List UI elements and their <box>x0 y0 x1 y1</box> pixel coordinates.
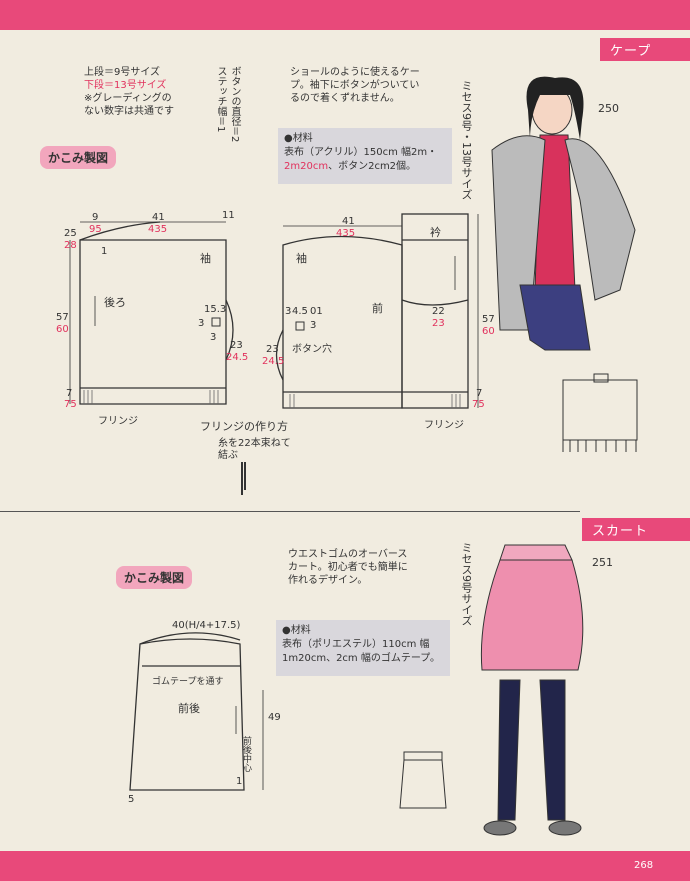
fringe-howto-line2: 結ぶ <box>218 450 238 461</box>
cape-back-pattern <box>79 221 234 405</box>
dim-45-right: 4.5 <box>292 306 308 317</box>
skirt-model-illustration <box>480 544 584 836</box>
dim-3b-right: 3 <box>310 320 317 331</box>
sleeve-label-left: 袖 <box>200 252 211 265</box>
dim-28: 28 <box>64 240 77 251</box>
dim-60-left: 60 <box>56 324 69 335</box>
cape-materials-button: 、ボタン2cm2個。 <box>328 161 417 172</box>
fringe-howto-title: フリンジの作り方 <box>200 420 288 433</box>
dim-7-left: 7 <box>66 388 73 399</box>
skirt-materials-line1: 表布（ポリエステル）110cm 幅 <box>282 639 430 650</box>
cape-materials-line1: 表布（アクリル）150cm 幅2m・ <box>284 147 438 158</box>
cape-materials-length-13: 2m20cm <box>284 161 329 172</box>
skirt-description: ウエストゴムのオーバース カート。初心者でも簡単に 作れるデザイン。 <box>288 548 408 587</box>
cape-kakomi-label: かこみ製図 <box>40 146 117 169</box>
size-upper: 上段＝9号サイズ <box>84 67 161 78</box>
dim-41: 41 <box>152 212 165 223</box>
cape-back-fringe <box>83 390 219 404</box>
dim-57-left: 57 <box>56 312 69 323</box>
cape-description: ショールのように使えるケー プ。袖下にボタンがついてい るので着くずれません。 <box>290 66 420 105</box>
top-band <box>0 0 690 30</box>
dim-41-right: 41 <box>342 216 355 227</box>
dim-435-right: 435 <box>336 228 356 239</box>
section-divider <box>0 511 580 512</box>
skirt-materials-line2: 1m20cm、2cm 幅のゴムテープ。 <box>282 653 440 664</box>
dim-153: 15.3 <box>204 304 227 315</box>
dim-435: 435 <box>148 224 168 235</box>
dim-22: 22 <box>432 306 445 317</box>
cape-model-number: 250 <box>598 102 619 115</box>
collar-label: 衿 <box>430 226 441 239</box>
back-label: 後ろ <box>104 296 126 309</box>
dim-95: 95 <box>89 224 102 235</box>
cape-desc-line: プ。袖下にボタンがついてい <box>290 80 420 91</box>
front-label: 前 <box>372 302 383 315</box>
fringe-knot-icon <box>241 462 246 495</box>
skirt-materials-box: ●材料 表布（ポリエステル）110cm 幅 1m20cm、2cm 幅のゴムテープ… <box>276 620 450 676</box>
page-number: 268 <box>634 860 654 871</box>
fringe-label-right: フリンジ <box>424 420 464 431</box>
dim-25: 25 <box>64 228 77 239</box>
skirt-sizes-vertical: ミセス9号サイズ <box>460 542 473 626</box>
dim-23-left: 23 <box>230 340 243 351</box>
cape-model-illustration <box>491 76 636 351</box>
cape-materials-box: ●材料 表布（アクリル）150cm 幅2m・ 2m20cm、ボタン2cm2個。 <box>278 128 452 184</box>
button-hole-label: ボタン穴 <box>292 344 332 355</box>
sleeve-label-right: 袖 <box>296 252 307 265</box>
skirt-materials-title: ●材料 <box>282 625 311 636</box>
dim-11: 11 <box>222 210 235 221</box>
cape-front-fringe <box>289 394 461 408</box>
dim-23-right: 23 <box>266 344 279 355</box>
dim-3b: 3 <box>210 332 217 343</box>
skirt-flat-drawing <box>399 751 447 809</box>
fringe-label-left: フリンジ <box>98 416 138 427</box>
button-diameter-note: ボタンの直径＝2 <box>229 66 240 143</box>
dim-9: 9 <box>92 212 99 223</box>
cape-front-pattern <box>275 213 469 409</box>
skirt-elastic-label: ゴムテープを通す <box>152 677 224 687</box>
skirt-desc-line: ウエストゴムのオーバース <box>288 549 408 560</box>
skirt-pattern <box>129 632 245 791</box>
grading-note-2: ない数字は共通です <box>84 106 174 117</box>
skirt-center-label: 前後中心 <box>241 736 251 772</box>
cape-sizes-vertical: ミセス9号・13号サイズ <box>460 80 473 200</box>
skirt-kakomi-label: かこみ製図 <box>116 566 193 589</box>
skirt-front-back-label: 前後 <box>178 702 200 715</box>
dim-75-left: 75 <box>64 399 77 410</box>
fringe-howto-line1: 糸を22本束ねて <box>218 438 291 449</box>
cape-tag: ケープ <box>600 38 690 61</box>
dim-245-left: 24.5 <box>226 352 249 363</box>
dim-01-right: 01 <box>310 306 323 317</box>
dim-3-right: 3 <box>285 306 292 317</box>
skirt-desc-line: 作れるデザイン。 <box>288 575 368 586</box>
dim-57-right: 57 <box>482 314 495 325</box>
dim-1: 1 <box>101 246 108 257</box>
skirt-length: 49 <box>268 712 281 723</box>
cape-desc-line: るので着くずれません。 <box>290 93 400 104</box>
size-lower: 下段＝13号サイズ <box>84 80 167 91</box>
dim-23b: 23 <box>432 318 445 329</box>
skirt-formula: 40(H/4+17.5) <box>172 620 241 631</box>
dim-75-right: 75 <box>472 399 485 410</box>
bottom-band <box>0 851 690 881</box>
cape-materials-title: ●材料 <box>284 133 313 144</box>
stitch-width-note: ステッチ幅＝1 <box>215 66 226 133</box>
cape-desc-line: ショールのように使えるケー <box>290 67 420 78</box>
skirt-desc-line: カート。初心者でも簡単に <box>288 562 408 573</box>
dim-245-right: 24.5 <box>262 356 285 367</box>
dim-60-right: 60 <box>482 326 495 337</box>
dim-3a: 3 <box>198 318 205 329</box>
skirt-hem: 5 <box>128 794 135 805</box>
dim-7-right: 7 <box>476 388 483 399</box>
grading-note-1: ※グレーディングの <box>84 93 172 104</box>
cape-materials-line2: 2m20cm、ボタン2cm2個。 <box>284 160 446 174</box>
size-note: 上段＝9号サイズ 下段＝13号サイズ ※グレーディングの ない数字は共通です <box>84 66 174 118</box>
skirt-one: 1 <box>236 776 243 787</box>
skirt-model-number: 251 <box>592 556 613 569</box>
cape-flat-drawing <box>562 373 638 452</box>
skirt-tag: スカート <box>582 518 690 541</box>
